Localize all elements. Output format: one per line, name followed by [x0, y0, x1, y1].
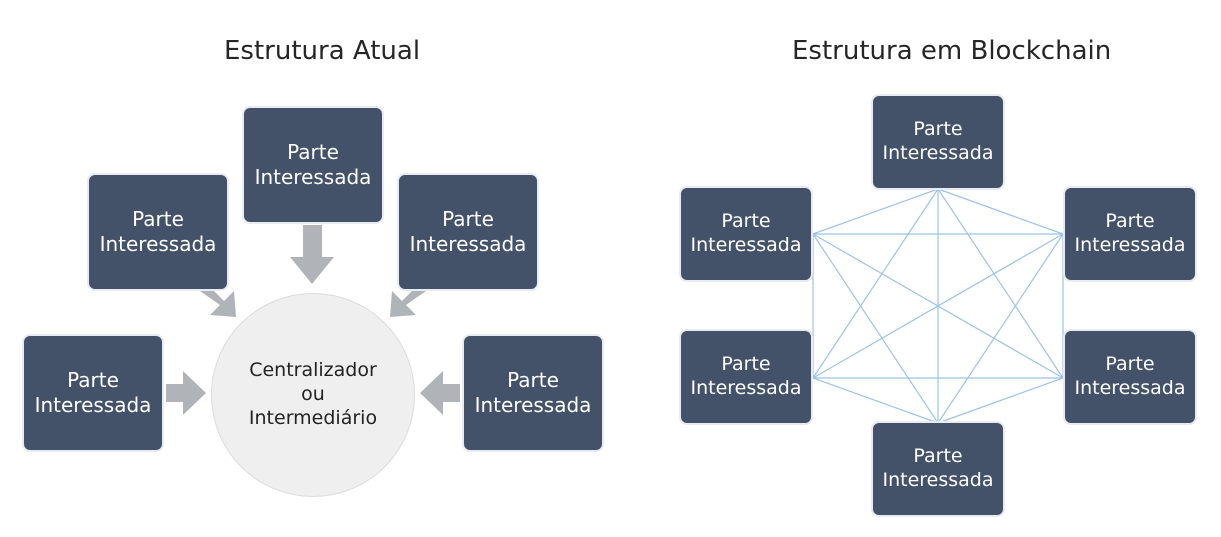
left-party-left: Parte Interessada: [22, 334, 164, 452]
right-party-upper-right: Parte Interessada: [1063, 186, 1197, 282]
box-label-line2: Interessada: [34, 393, 152, 417]
box-label-line1: Parte: [442, 207, 494, 231]
arrow-diagonal-right-icon: [200, 291, 236, 317]
network-link: [937, 188, 1064, 235]
box-label-line1: Parte: [721, 353, 771, 376]
box-label-line2: Interessada: [1074, 234, 1186, 256]
box-label-line1: Parte: [1105, 353, 1155, 376]
box-label-line2: Interessada: [254, 165, 372, 189]
network-link: [812, 188, 939, 235]
network-link: [937, 233, 1064, 424]
left-party-right: Parte Interessada: [462, 334, 604, 452]
center-label-line1: Centralizador: [249, 359, 377, 382]
network-link: [812, 377, 939, 424]
center-label-line3: Intermediário: [248, 406, 378, 429]
arrow-left-icon: [420, 371, 460, 415]
right-party-top: Parte Interessada: [871, 94, 1005, 190]
network-link: [812, 188, 939, 379]
right-party-upper-left: Parte Interessada: [679, 186, 813, 282]
network-link: [937, 377, 1064, 424]
box-label-line1: Parte: [287, 140, 339, 164]
right-party-lower-right: Parte Interessada: [1063, 329, 1197, 425]
box-label-line2: Interessada: [882, 469, 994, 491]
box-label-line2: Interessada: [690, 377, 802, 399]
box-label-line2: Interessada: [690, 234, 802, 256]
left-party-upper-left: Parte Interessada: [87, 173, 229, 291]
arrow-right-icon: [166, 371, 206, 415]
right-party-bottom: Parte Interessada: [871, 421, 1005, 517]
box-label-line1: Parte: [132, 207, 184, 231]
box-label-line1: Parte: [507, 368, 559, 392]
box-label-line2: Interessada: [409, 232, 527, 256]
left-diagram-title: Estrutura Atual: [224, 36, 421, 66]
box-label-line1: Parte: [67, 368, 119, 392]
right-diagram-title: Estrutura em Blockchain: [792, 36, 1112, 66]
center-label-line2: ou: [301, 383, 325, 406]
network-link: [812, 233, 939, 424]
box-label-line1: Parte: [1105, 210, 1155, 233]
central-intermediary-node: Centralizador ou Intermediário: [211, 293, 415, 497]
box-label-line2: Interessada: [474, 393, 592, 417]
left-party-upper-right: Parte Interessada: [397, 173, 539, 291]
left-party-top: Parte Interessada: [242, 106, 384, 224]
box-label-line1: Parte: [913, 118, 963, 141]
right-party-lower-left: Parte Interessada: [679, 329, 813, 425]
network-link: [812, 233, 1064, 379]
box-label-line1: Parte: [721, 210, 771, 233]
box-label-line2: Interessada: [1074, 377, 1186, 399]
box-label-line2: Interessada: [99, 232, 217, 256]
arrow-diagonal-left-icon: [390, 291, 426, 317]
box-label-line2: Interessada: [882, 142, 994, 164]
network-link: [937, 188, 1064, 379]
arrow-down-icon: [290, 225, 334, 284]
box-label-line1: Parte: [913, 445, 963, 468]
